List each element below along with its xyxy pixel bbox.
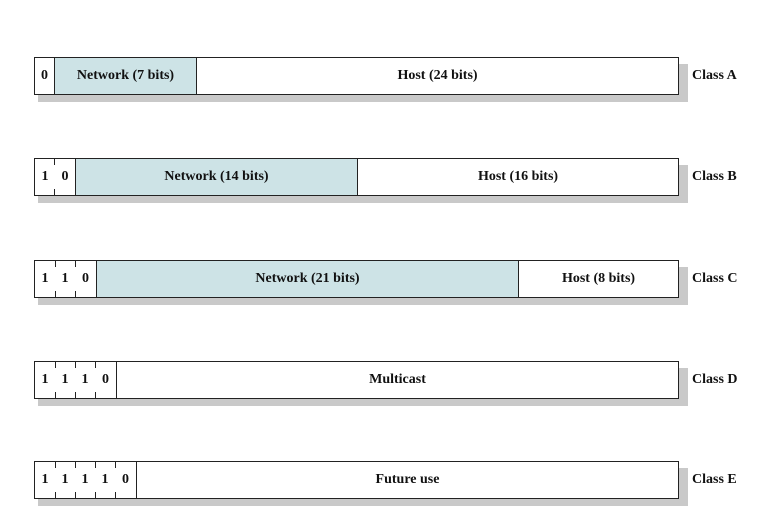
class-d-bit: 1 xyxy=(81,372,89,387)
class-a-label: Class A xyxy=(692,68,737,83)
bit-divider-tick xyxy=(95,362,97,368)
class-a-host-field: Host (24 bits) xyxy=(196,58,678,94)
class-d-bit: 1 xyxy=(61,372,69,387)
class-e-prefix-bits: 1 1 1 1 0 xyxy=(35,462,136,498)
class-d-bit: 1 xyxy=(41,372,49,387)
bit-divider-tick xyxy=(55,492,57,498)
class-d-label: Class D xyxy=(692,372,738,387)
class-a-prefix-bits: 0 xyxy=(35,58,54,94)
class-e-bit: 1 xyxy=(101,472,109,487)
class-e-row: 1 1 1 1 0 Future use Class E xyxy=(0,461,773,506)
class-c-row: 1 1 0 Network (21 bits) Host (8 bits) Cl… xyxy=(0,260,773,305)
bit-divider-tick xyxy=(55,392,57,398)
class-d-prefix-bits: 1 1 1 0 xyxy=(35,362,116,398)
bit-divider-tick xyxy=(75,462,77,468)
class-b-row: 1 0 Network (14 bits) Host (16 bits) Cla… xyxy=(0,158,773,203)
class-d-row: 1 1 1 0 Multicast Class D xyxy=(0,361,773,406)
class-b-label: Class B xyxy=(692,169,737,184)
bit-divider-tick xyxy=(75,362,77,368)
class-d-address-bar: 1 1 1 0 Multicast xyxy=(34,361,679,399)
class-c-prefix-bits: 1 1 0 xyxy=(35,261,96,297)
class-c-label: Class C xyxy=(692,271,738,286)
bit-divider-tick xyxy=(55,462,57,468)
class-a-network-field: Network (7 bits) xyxy=(54,58,196,94)
class-c-network-field: Network (21 bits) xyxy=(96,261,518,297)
class-b-bit: 0 xyxy=(61,169,69,184)
class-e-label: Class E xyxy=(692,472,737,487)
bit-divider-tick xyxy=(54,189,56,195)
bit-divider-tick xyxy=(75,261,77,267)
bit-divider-tick xyxy=(75,291,77,297)
bit-divider-tick xyxy=(95,392,97,398)
class-d-multicast-field: Multicast xyxy=(116,362,678,398)
class-e-bit: 1 xyxy=(81,472,89,487)
class-c-address-bar: 1 1 0 Network (21 bits) Host (8 bits) xyxy=(34,260,679,298)
class-e-address-bar: 1 1 1 1 0 Future use xyxy=(34,461,679,499)
class-c-bit: 1 xyxy=(41,271,49,286)
bit-divider-tick xyxy=(55,291,57,297)
bit-divider-tick xyxy=(95,492,97,498)
class-e-future-use-field: Future use xyxy=(136,462,678,498)
class-b-host-field: Host (16 bits) xyxy=(357,159,678,195)
class-b-network-field: Network (14 bits) xyxy=(75,159,357,195)
class-b-address-bar: 1 0 Network (14 bits) Host (16 bits) xyxy=(34,158,679,196)
class-c-bit: 0 xyxy=(82,271,89,286)
class-a-bit: 0 xyxy=(41,68,48,83)
bit-divider-tick xyxy=(115,492,117,498)
bit-divider-tick xyxy=(54,159,56,165)
bit-divider-tick xyxy=(75,492,77,498)
bit-divider-tick xyxy=(95,462,97,468)
class-c-host-field: Host (8 bits) xyxy=(518,261,678,297)
bit-divider-tick xyxy=(55,362,57,368)
class-e-bit: 0 xyxy=(122,472,129,487)
class-c-bit: 1 xyxy=(61,271,69,286)
class-b-prefix-bits: 1 0 xyxy=(35,159,75,195)
class-d-bit: 0 xyxy=(102,372,109,387)
bit-divider-tick xyxy=(75,392,77,398)
class-e-bit: 1 xyxy=(61,472,69,487)
class-a-row: 0 Network (7 bits) Host (24 bits) Class … xyxy=(0,57,773,102)
class-e-bit: 1 xyxy=(41,472,49,487)
class-a-address-bar: 0 Network (7 bits) Host (24 bits) xyxy=(34,57,679,95)
class-b-bit: 1 xyxy=(41,169,49,184)
bit-divider-tick xyxy=(115,462,117,468)
bit-divider-tick xyxy=(55,261,57,267)
